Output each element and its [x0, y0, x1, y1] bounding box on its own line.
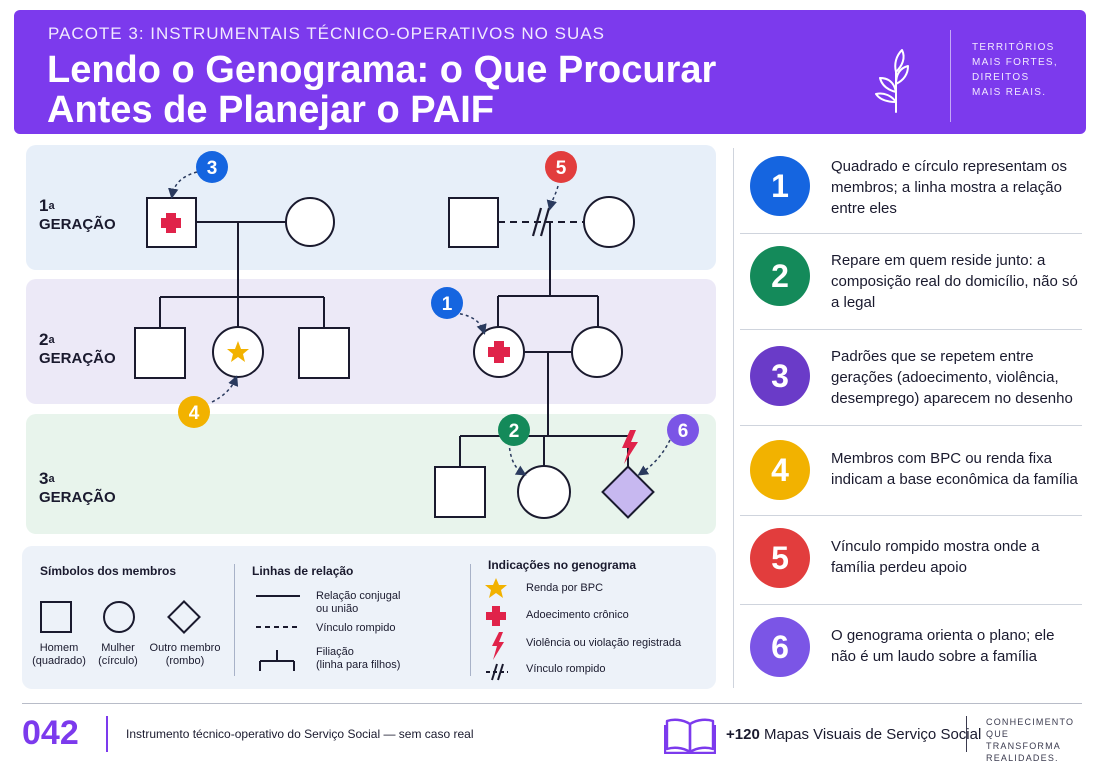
header-divider — [950, 30, 951, 122]
list-item-2: 2 Repare em quem reside junto: a composi… — [742, 234, 1082, 329]
list-text-4: Membros com BPC ou renda fixa indicam a … — [831, 450, 1078, 488]
number-badge-2: 2 — [750, 246, 810, 306]
filiation-symbol — [259, 650, 295, 671]
column-divider — [733, 148, 734, 688]
list-item-1: 1 Quadrado e círculo representam os memb… — [742, 138, 1082, 233]
legend-divider-2 — [470, 564, 471, 676]
legend-other: Outro membro(rombo) — [149, 642, 221, 667]
list-text-2: Repare em quem reside junto: a composiçã… — [831, 252, 1078, 311]
legend-indications-title: Indicações no genograma — [488, 558, 637, 572]
number-badge-3: 3 — [750, 346, 810, 406]
footer-number: 042 — [22, 714, 79, 752]
legend-broken-link: Vínculo rompido — [526, 663, 606, 675]
list-separator — [740, 425, 1082, 426]
footer-rule — [22, 703, 1082, 704]
book-icon — [664, 718, 716, 754]
circle-symbol — [103, 601, 135, 633]
star-icon — [485, 578, 507, 598]
legend-bpc: Renda por BPC — [526, 582, 604, 594]
footer-bar — [106, 716, 108, 752]
legend-chronic: Adoecimento crônico — [526, 609, 629, 621]
sprout-icon — [875, 49, 909, 113]
broken-link-icon — [486, 663, 508, 681]
legend-indication-icons — [485, 578, 508, 681]
square-symbol — [40, 601, 72, 633]
legend-members-title: Símbolos dos membros — [40, 564, 177, 578]
list-separator — [740, 329, 1082, 330]
list-text-5: Vínculo rompido mostra onde a família pe… — [831, 538, 1040, 576]
legend-broken: Vínculo rompido — [316, 622, 396, 634]
list-text-6: O genograma orienta o plano; ele não é u… — [831, 627, 1055, 665]
list-separator — [740, 604, 1082, 605]
header-kicker: PACOTE 3: INSTRUMENTAIS TÉCNICO-OPERATIV… — [48, 24, 605, 43]
list-separator — [740, 233, 1082, 234]
footer-tagline: CONHECIMENTO QUE TRANSFORMA REALIDADES. — [986, 717, 1075, 763]
list-separator — [740, 515, 1082, 516]
footer-description: Instrumento técnico-operativo do Serviço… — [126, 727, 474, 741]
legend-male: Homem(quadrado) — [32, 642, 86, 667]
legend-filiation: Filiação(linha para filhos) — [316, 646, 401, 671]
list-text-1: Quadrado e círculo representam os membro… — [831, 158, 1067, 217]
page-title: Lendo o Genograma: o Que Procurar Antes … — [47, 49, 717, 131]
legend-line-symbols — [256, 595, 300, 671]
diamond-symbol — [167, 600, 201, 634]
number-badge-4: 4 — [750, 440, 810, 500]
list-item-3: 3 Padrões que se repetem entre gerações … — [742, 330, 1082, 425]
legend-violence: Violência ou violação registrada — [526, 637, 682, 649]
legend-member-symbols — [40, 600, 201, 634]
number-badge-6: 6 — [750, 617, 810, 677]
list-text-3: Padrões que se repetem entre gerações (a… — [831, 348, 1073, 407]
header-tagline: TERRITÓRIOS MAIS FORTES, DIREITOS MAIS R… — [972, 42, 1058, 98]
legend-panel: Símbolos dos membros Homem(quadrado) Mul… — [22, 546, 716, 689]
footer-divider — [966, 716, 967, 752]
footer-promo: +120 Mapas Visuais de Serviço Social — [726, 726, 982, 743]
red-cross-icon — [486, 606, 506, 626]
legend-lines-title: Linhas de relação — [252, 564, 354, 578]
list-item-4: 4 Membros com BPC ou renda fixa indicam … — [742, 426, 1082, 521]
header-banner: PACOTE 3: INSTRUMENTAIS TÉCNICO-OPERATIV… — [14, 10, 1086, 134]
legend-divider-1 — [234, 564, 235, 676]
number-badge-1: 1 — [750, 156, 810, 216]
list-item-6: 6 O genograma orienta o plano; ele não é… — [742, 605, 1082, 700]
number-badge-5: 5 — [750, 528, 810, 588]
list-item-5: 5 Vínculo rompido mostra onde a família … — [742, 516, 1082, 611]
lightning-icon — [492, 632, 504, 660]
legend-female: Mulher(círculo) — [98, 642, 138, 667]
